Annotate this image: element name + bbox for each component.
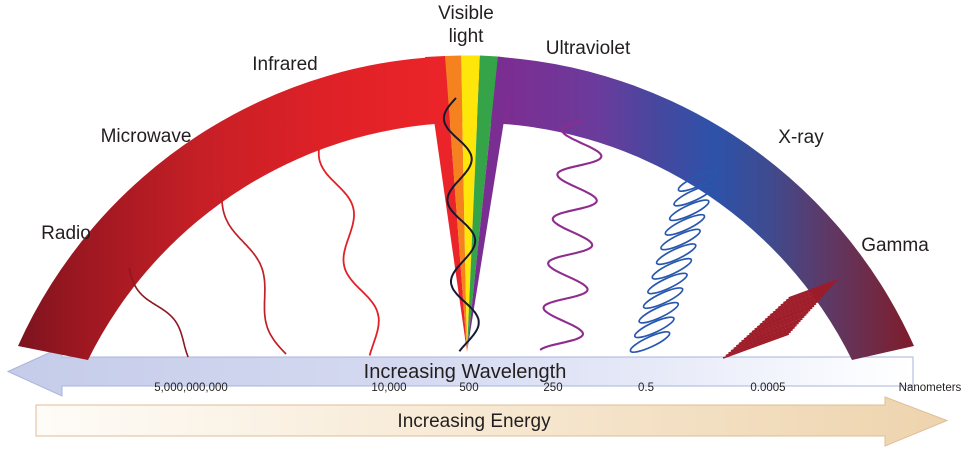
tick-0-0005: 0.0005 [750,382,785,394]
wedge-violet-stripe [467,56,514,352]
gamma-wave [722,279,838,359]
label-xray: X-ray [778,127,824,148]
label-visible-line2: light [449,26,485,47]
spectrum-arc [18,55,914,360]
wavelength-unit-label: Nanometers [899,382,962,394]
energy-axis-title: Increasing Energy [397,411,551,432]
microwave-wave [220,186,287,355]
tick-250: 250 [543,382,562,394]
uv-wave [539,119,603,351]
energy-arrow [35,396,949,447]
wedge-red-stripe [425,56,467,352]
tick-500: 500 [459,382,478,394]
label-ultraviolet: Ultraviolet [546,38,631,59]
tick-0-5: 0.5 [638,382,654,394]
wavelength-axis-title: Increasing Wavelength [364,361,567,383]
wedge-yellow-stripe [461,55,480,352]
visible-wave [442,97,480,352]
wedge-green-stripe [467,55,498,352]
label-visible-line1: Visible [438,3,494,24]
visible-light-wedge [425,55,514,352]
label-radio: Radio [41,223,91,244]
label-gamma: Gamma [861,235,929,256]
wavelength-ticks: 5,000,000,000 10,000 500 250 0.5 0.0005 … [154,382,961,394]
label-microwave: Microwave [101,126,192,147]
radio-wave [128,267,189,358]
tick-5000000000: 5,000,000,000 [154,382,228,394]
wedge-orange-stripe [445,55,467,352]
label-infrared: Infrared [252,54,317,75]
tick-10000: 10,000 [371,382,406,394]
infrared-wave [317,130,380,356]
xray-wave [629,169,719,354]
